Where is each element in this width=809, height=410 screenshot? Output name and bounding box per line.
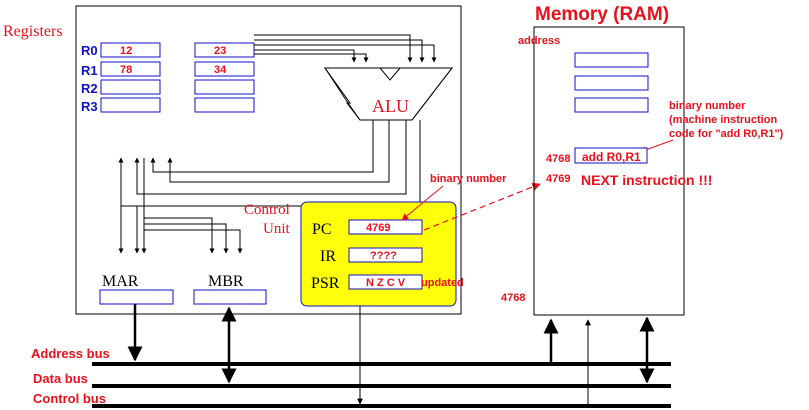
memory-row-4769-content: NEXT instruction !!!: [581, 172, 712, 188]
memory-note-line2: (machine instruction: [669, 114, 777, 126]
register-value-r1-b: 34: [214, 64, 227, 76]
psr-box: [348, 274, 423, 290]
mar-box: [99, 289, 174, 305]
alu-label: ALU: [372, 96, 409, 116]
register-value-r1-a: 78: [120, 64, 132, 76]
data-bus-label: Data bus: [33, 371, 88, 386]
ir-label: IR: [320, 248, 336, 265]
memory-cell-4768: [574, 147, 648, 164]
register-name-r2: R2: [81, 81, 98, 96]
ir-value: ????: [370, 250, 397, 262]
memory-box: [533, 26, 685, 316]
memory-row-4768-address: 4768: [546, 153, 570, 165]
register-names: R0 R1 R2 R3: [81, 43, 98, 114]
register-box-r1-b: [194, 61, 255, 77]
register-box-r1-a: [100, 61, 161, 77]
register-name-r1: R1: [81, 63, 98, 78]
pc-binary-note: binary number: [430, 173, 507, 185]
alu-output-wires: [118, 120, 421, 207]
system-buses: [92, 362, 671, 408]
memory-bottom-address: 4768: [501, 292, 525, 304]
mar-label: MAR: [102, 273, 139, 290]
psr-value: N Z C V: [366, 277, 406, 289]
register-value-r0-b: 23: [214, 45, 226, 57]
memory-row-4768-content: add R0,R1: [582, 150, 641, 164]
mbr-label: MBR: [208, 273, 244, 290]
register-name-r0: R0: [81, 43, 98, 58]
register-box-r3-a: [100, 97, 161, 113]
memory-cell-3: [574, 97, 649, 113]
register-name-r3: R3: [81, 99, 98, 114]
register-value-r0-a: 12: [120, 45, 132, 57]
psr-note: updated: [421, 277, 464, 289]
register-column-2: 23 34: [194, 42, 255, 113]
memory-cell-1: [574, 52, 649, 68]
cpu-box: [75, 5, 462, 315]
pc-binary-note-arrow: [401, 185, 444, 221]
psr-label: PSR: [311, 275, 340, 292]
register-box-r0-a: [100, 42, 161, 58]
pc-label: PC: [312, 221, 332, 238]
control-bus-label: Control bus: [33, 391, 106, 406]
control-unit-label-2: Unit: [263, 221, 291, 237]
registers-title: Registers: [3, 23, 63, 40]
internal-bus-wires: [118, 158, 243, 254]
pc-to-memory-arrow: [423, 182, 541, 231]
memory-bus-connectors: [543, 316, 655, 406]
alu-outline: [324, 67, 454, 121]
pc-box: [348, 219, 423, 235]
memory-address-label: address: [518, 35, 560, 47]
memory-title: Memory (RAM): [535, 4, 669, 25]
pc-value: 4769: [366, 222, 390, 234]
register-column-1: 12 78: [100, 42, 161, 113]
register-box-r3-b: [194, 97, 255, 113]
memory-cell-2: [574, 75, 649, 91]
register-box-r2-a: [100, 79, 161, 95]
memory-note-line3: code for "add R0,R1"): [669, 128, 784, 140]
register-to-alu-wires: [254, 34, 437, 63]
control-unit-label-1: Control: [244, 202, 290, 218]
register-box-r2-b: [194, 79, 255, 95]
memory-row-4769-address: 4769: [546, 173, 570, 185]
memory-note-line1: binary number: [669, 100, 746, 112]
address-bus-label: Address bus: [31, 346, 110, 361]
cpu-bus-connectors: [127, 304, 363, 405]
mbr-box: [193, 289, 267, 305]
ir-box: [348, 247, 423, 263]
